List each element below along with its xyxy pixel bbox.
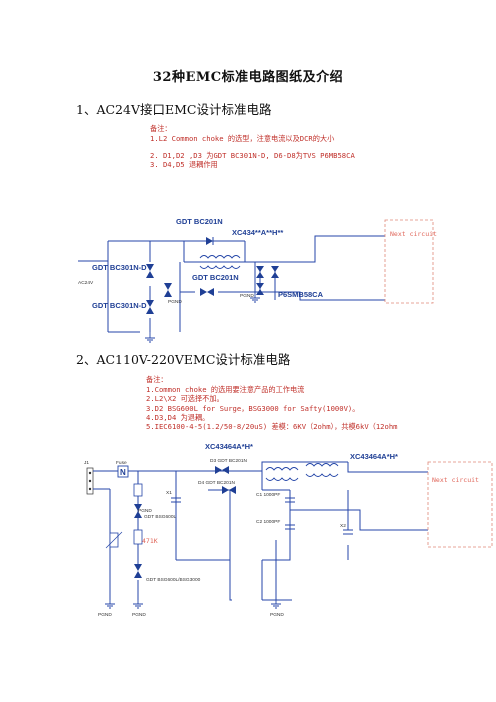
- label-pgnd: PGND: [132, 612, 146, 618]
- label-resistor-value: 471K: [142, 537, 158, 545]
- note-line: 4.D3,D4 为退耦。: [146, 413, 209, 422]
- note-line: 备注：: [150, 124, 172, 133]
- tvs-d7: [271, 266, 279, 278]
- note-line: 5.IEC6100-4-5(1.2/50-8/20uS) 差模：6KV（2ohm…: [146, 422, 398, 431]
- gdt-d5: [200, 288, 214, 296]
- label-pgnd: PGND: [168, 299, 182, 305]
- label-j1: J1: [84, 460, 89, 466]
- label-next-circuit: Next circuit: [432, 476, 479, 484]
- label-gdt-d2: GDT BC301N-D: [92, 301, 147, 310]
- common-mode-choke-l1: [265, 467, 299, 481]
- label-gdt-d1: GDT BSG600L: [144, 514, 177, 520]
- note-line: 3. D4,D5 退耦作用: [150, 160, 218, 169]
- varistor-rv: [105, 531, 123, 549]
- gdt-d1: [146, 264, 154, 278]
- label-gdt-d1: GDT BC301N-D: [92, 263, 147, 272]
- label-gdt-d5: GDT BC201N: [192, 273, 239, 282]
- resistor-r1: [133, 483, 143, 497]
- label-gdt-d4: GDT BC201N: [176, 217, 223, 226]
- common-mode-choke-l2: [305, 463, 339, 477]
- capacitor-x2: [343, 529, 353, 535]
- note-line: 2. D1,D2 ,D3 为GDT BC301N-D, D6-D8为TVS P6…: [150, 151, 355, 160]
- ground-symbol: [145, 332, 155, 343]
- tvs-d8: [256, 283, 264, 295]
- note-line: 2.L2\X2 可选择不加。: [146, 394, 224, 403]
- label-pgnd: PGND: [98, 612, 112, 618]
- label-gdt-d4: D4 GDT BC201N: [198, 480, 236, 486]
- section-2-heading: 2、AC110V-220VEMC设计标准电路: [76, 352, 291, 367]
- note-line: 备注：: [146, 375, 168, 384]
- gdt-d1: [134, 504, 142, 518]
- label-next-circuit: Next circuit: [390, 230, 437, 238]
- label-pgnd: PGND: [270, 612, 284, 618]
- label-x1: X1: [166, 490, 172, 496]
- circuit-1-notes: 备注： 1.L2 Common choke 的选型，注意电流以及DCR的大小 2…: [150, 124, 355, 169]
- label-gdt-d3: D3 GDT BC201N: [210, 458, 248, 464]
- common-mode-choke-l2: [199, 255, 241, 269]
- label-fuse: Fuse: [116, 460, 127, 466]
- label-pgnd: PGND: [138, 508, 152, 514]
- capacitor-x1: [171, 497, 181, 503]
- circuit-1-wiring: [78, 235, 385, 333]
- gdt-d4: [222, 486, 236, 494]
- label-x2: X2: [340, 523, 346, 529]
- next-circuit-box-2: [427, 461, 493, 548]
- circuit-2-wiring: [93, 461, 428, 601]
- label-ac-input: AC24V: [78, 280, 94, 286]
- capacitor-c1: [285, 497, 295, 503]
- connector-j1: [86, 467, 94, 495]
- gdt-d3: [215, 466, 229, 474]
- label-c1: C1 1000PF: [256, 492, 280, 498]
- gdt-d4: [206, 237, 214, 245]
- note-line: 1.Common choke 的选用要注意产品的工作电流: [146, 385, 304, 394]
- note-line: 3.D2 BSG600L for Surge，BSG3000 for Safty…: [146, 404, 359, 413]
- ground-symbol: [105, 600, 115, 609]
- fuse-n: N: [117, 465, 129, 478]
- ground-symbol: [250, 292, 260, 303]
- gdt-d3: [164, 283, 172, 297]
- label-tvs: P6SMB58CA: [278, 290, 324, 299]
- label-c2: C2 1000PF: [256, 519, 280, 525]
- circuit-2-notes: 备注： 1.Common choke 的选用要注意产品的工作电流 2.L2\X2…: [146, 375, 398, 431]
- resistor-r2: [133, 529, 143, 545]
- next-circuit-box-1: [384, 219, 434, 304]
- document-title: 32种EMC标准电路图纸及介绍: [152, 70, 344, 85]
- capacitor-c2: [285, 524, 295, 530]
- label-choke-l1: XC43464A*H*: [205, 442, 253, 451]
- label-pgnd: PGND: [240, 293, 254, 299]
- note-line: 1.L2 Common choke 的选型，注意电流以及DCR的大小: [150, 134, 334, 143]
- label-choke: XC434**A**H**: [232, 228, 283, 237]
- gdt-d2: [134, 564, 142, 578]
- label-choke-l2: XC43464A*H*: [350, 452, 398, 461]
- ground-symbol: [133, 600, 143, 609]
- ground-symbol: [271, 600, 281, 609]
- gdt-d2: [146, 300, 154, 314]
- section-1-heading: 1、AC24V接口EMC设计标准电路: [76, 102, 272, 117]
- tvs-d6: [256, 266, 264, 278]
- svg-text:N: N: [120, 468, 126, 477]
- label-gdt-d2: GDT BSG600L/BSG3000: [146, 577, 201, 583]
